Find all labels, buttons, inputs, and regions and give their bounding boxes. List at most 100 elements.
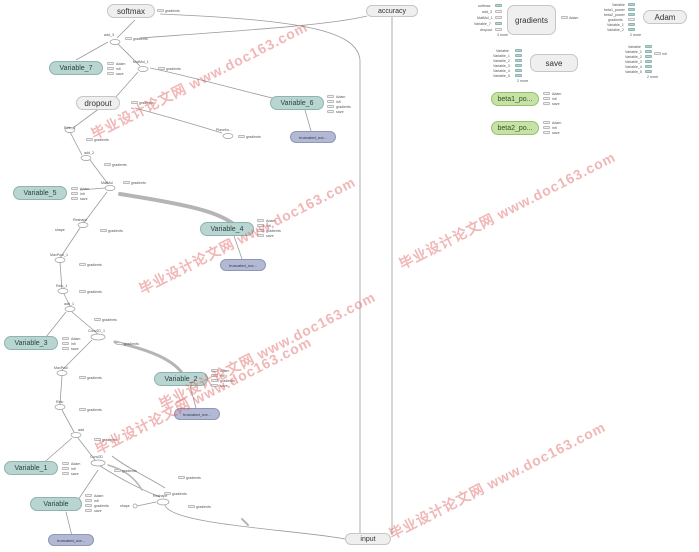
gradients-slot-relu2	[86, 138, 93, 141]
init-input-2: Variable_2	[625, 55, 642, 59]
op-relu-1	[57, 288, 69, 294]
op-shape-const	[132, 503, 138, 509]
gradients-slot-softmax	[157, 9, 164, 12]
edge-var6-matmul1	[149, 67, 281, 101]
gradients-label-reshape-out: gradients	[186, 476, 201, 480]
save-input-more: 2 more	[517, 79, 529, 83]
op-label-relu-2: Relu_2	[64, 126, 76, 130]
variable-2-node[interactable]: Variable_2	[154, 372, 208, 386]
save-input-slot-4	[515, 69, 522, 72]
variable-4-node[interactable]: Variable_4	[200, 222, 254, 236]
truncated-normal-4-node[interactable]: truncated_nor...	[220, 259, 266, 271]
variable-target-1: init	[94, 499, 99, 503]
gradients-label-relu1: gradients	[87, 290, 102, 294]
op-maxpool	[56, 370, 68, 376]
variable4-target-2: gradients	[266, 229, 281, 233]
edge-var-conv	[77, 469, 99, 501]
beta2-target-0: Adam	[552, 121, 562, 125]
beta1-target-0: Adam	[552, 92, 562, 96]
op-label-shape: shape	[120, 504, 130, 508]
gradients-slot-matmul1	[158, 67, 165, 70]
beta2-power-node[interactable]: beta2_po...	[491, 121, 539, 135]
variable2-target-slot-3	[211, 384, 218, 387]
input-node[interactable]: input	[345, 533, 391, 545]
gradients-slot-reshape-out	[178, 476, 185, 479]
variable2-target-slot-1	[211, 374, 218, 377]
variable-5-node[interactable]: Variable_5	[13, 186, 67, 200]
gradients-node[interactable]: gradients	[507, 5, 556, 35]
beta2-target-1: init	[552, 126, 557, 130]
op-conv2d-1	[90, 333, 106, 341]
truncated-normal-2-node[interactable]: truncated_nor...	[174, 408, 220, 420]
beta1-target-slot-1	[543, 97, 550, 100]
gradients-slot-relu1	[79, 290, 86, 293]
edge-conv-add	[77, 437, 96, 461]
init-input-3: Variable_3	[625, 60, 642, 64]
variable-1-node[interactable]: Variable_1	[4, 461, 58, 475]
variable5-target-0: Adam	[80, 187, 90, 191]
edge-relu1-maxpool1	[59, 261, 63, 291]
save-input-slot-3	[515, 64, 522, 67]
op-conv2d	[90, 459, 106, 467]
adam-input-1: beta1_power	[604, 8, 625, 12]
adam-node[interactable]: Adam	[643, 10, 687, 24]
softmax-node[interactable]: softmax	[107, 4, 155, 18]
variable-target-0: Adam	[94, 494, 104, 498]
edge-trunc-var-thick	[241, 518, 249, 526]
gradients-label-add2: gradients	[112, 163, 127, 167]
op-placeholder	[222, 133, 234, 139]
accuracy-node[interactable]: accuracy	[366, 5, 418, 17]
gradients-input-3: Variable_7	[474, 22, 491, 26]
op-matmul-1	[137, 66, 149, 72]
variable-3-node[interactable]: Variable_3	[4, 336, 58, 350]
variable-7-node[interactable]: Variable_7	[49, 61, 103, 75]
variable4-target-1: init	[266, 224, 271, 228]
edge-trunc6-var6	[304, 109, 312, 132]
gradients-label-add1: gradients	[102, 318, 117, 322]
init-input-slot-1	[645, 50, 652, 53]
variable-6-node[interactable]: Variable_6	[270, 96, 324, 110]
variable-target-slot-2	[85, 504, 92, 507]
gradients-slot-input	[164, 492, 171, 495]
gradients-slot-placeholder	[238, 135, 245, 138]
init-output-label: init	[662, 52, 667, 56]
beta1-power-node[interactable]: beta1_po...	[491, 92, 539, 106]
gradients-out-adam-slot	[561, 16, 568, 19]
save-node[interactable]: save	[530, 54, 578, 72]
variable-target-2: gradients	[94, 504, 109, 508]
variable2-target-slot-2	[211, 379, 218, 382]
variable4-target-slot-0	[257, 219, 264, 222]
variable-node[interactable]: Variable	[30, 497, 82, 511]
op-relu	[54, 404, 66, 410]
dropout-node[interactable]: dropout	[76, 96, 120, 110]
op-maxpool-1	[54, 257, 66, 263]
edge-add3-softmax	[116, 19, 136, 39]
variable4-target-slot-1	[257, 224, 264, 227]
op-label-matmul: MatMul	[101, 181, 113, 185]
variable7-target-slot-3	[107, 72, 114, 75]
variable-target-slot-0	[85, 494, 92, 497]
variable1-target-3: save	[71, 472, 79, 476]
variable7-target-slot-1	[107, 67, 114, 70]
gradients-slot-reshape	[188, 505, 195, 508]
gradients-label-maxpool: gradients	[87, 376, 102, 380]
truncated-normal-6-node[interactable]: truncated_nor...	[290, 131, 336, 143]
gradients-label-softmax: gradients	[165, 9, 180, 13]
op-label-maxpool-1: MaxPool_1	[50, 253, 68, 257]
beta2-target-slot-0	[543, 121, 550, 124]
gradients-slot-dropout	[131, 101, 138, 104]
variable1-target-slot-0	[62, 462, 69, 465]
adam-input-slot-2	[628, 13, 635, 16]
gradients-label-reshape1: gradients	[108, 229, 123, 233]
variable3-target-0: Adam	[71, 337, 81, 341]
truncated-normal-node[interactable]: truncated_nor...	[48, 534, 94, 546]
adam-input-3: gradients	[608, 18, 623, 22]
variable4-target-3: save	[266, 234, 274, 238]
edge-input-conv	[99, 465, 161, 498]
beta1-target-slot-2	[543, 102, 550, 105]
save-input-0: Variable	[496, 49, 509, 53]
variable3-target-slot-0	[62, 337, 69, 340]
init-input-slot-4	[645, 65, 652, 68]
op-label-conv2d: Conv2D	[90, 455, 103, 459]
